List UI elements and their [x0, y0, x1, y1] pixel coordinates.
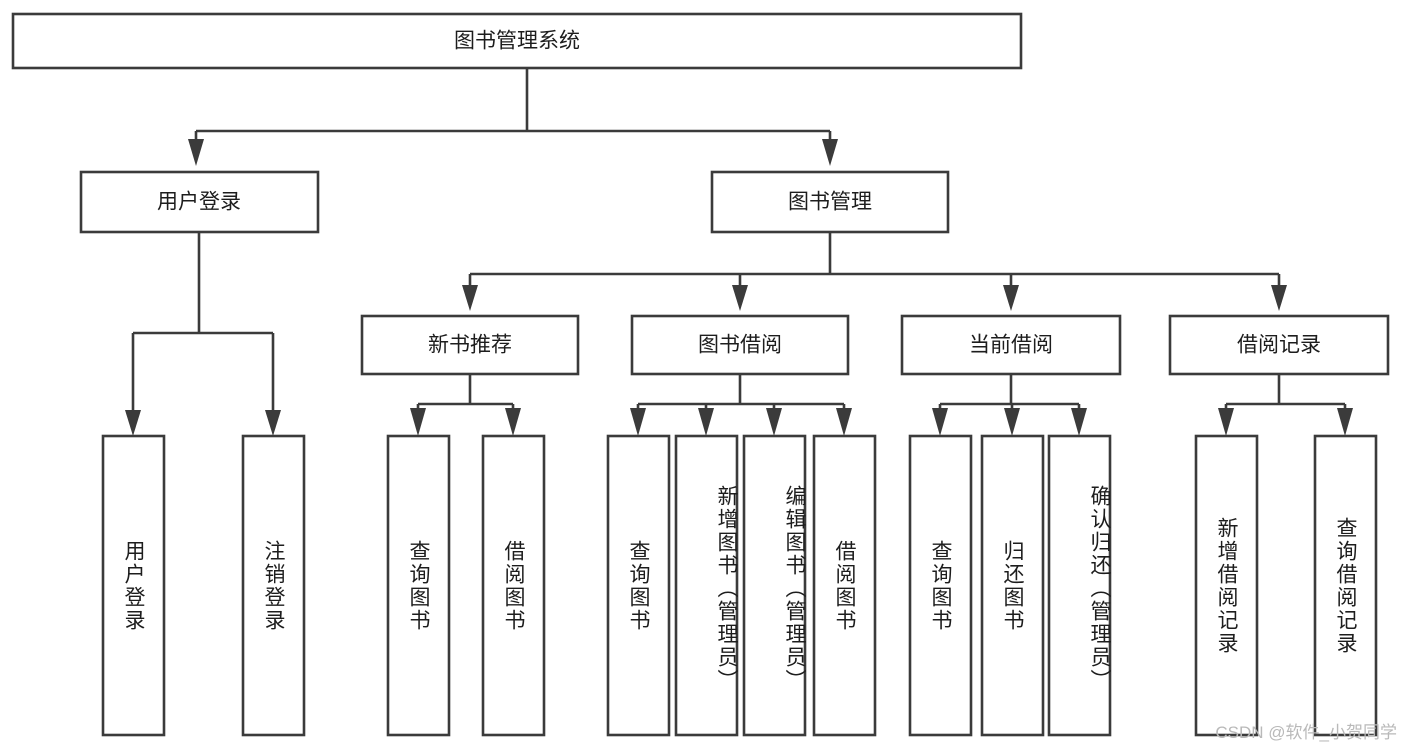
leaf-box-query-book-2[interactable]: [606, 434, 671, 737]
node-new-book-recommend-label: 新书推荐: [428, 334, 512, 357]
node-user-login[interactable]: 用户登录: [79, 170, 320, 234]
arrow-new-book-icon: [462, 285, 478, 311]
node-book-management-label: 图书管理: [788, 191, 872, 214]
leaf-box-edit-book[interactable]: [742, 434, 807, 737]
arrow-leaf-user-login-icon: [125, 410, 141, 436]
node-root-label: 图书管理系统: [454, 30, 580, 53]
arrow-leaf-confirm-return-icon: [1071, 408, 1087, 436]
node-book-borrow[interactable]: 图书借阅: [630, 314, 850, 376]
node-user-login-label: 用户登录: [157, 191, 241, 214]
node-root[interactable]: 图书管理系统: [11, 12, 1023, 70]
arrow-to-user-login-icon: [188, 139, 204, 166]
leaf-box-logout[interactable]: [241, 434, 306, 737]
arrow-to-book-mgmt-icon: [822, 139, 838, 166]
arrow-borrow-record-icon: [1271, 285, 1287, 311]
leaf-box-query-book-3[interactable]: [908, 434, 973, 737]
leaf-box-add-book[interactable]: [674, 434, 739, 737]
leaf-box-confirm-return[interactable]: [1047, 434, 1112, 737]
watermark: CSDN @软件_小贺同学: [1215, 723, 1397, 742]
arrow-leaf-query-book-2-icon: [630, 408, 646, 436]
node-current-borrow[interactable]: 当前借阅: [900, 314, 1122, 376]
node-new-book-recommend[interactable]: 新书推荐: [360, 314, 580, 376]
leaf-box-return-book[interactable]: [980, 434, 1045, 737]
node-borrow-record-label: 借阅记录: [1237, 334, 1321, 357]
leaf-box-query-record[interactable]: [1313, 434, 1378, 737]
arrow-leaf-borrow-book-2-icon: [836, 408, 852, 436]
leaf-box-add-record[interactable]: [1194, 434, 1259, 737]
node-book-management[interactable]: 图书管理: [710, 170, 950, 234]
arrow-leaf-query-record-icon: [1337, 408, 1353, 436]
arrow-leaf-add-book-icon: [698, 408, 714, 436]
leaf-box-query-book-1[interactable]: [386, 434, 451, 737]
arrow-current-borrow-icon: [1003, 285, 1019, 311]
arrow-leaf-return-book-icon: [1004, 408, 1020, 436]
leaf-box-borrow-book-2[interactable]: [812, 434, 877, 737]
node-current-borrow-label: 当前借阅: [969, 334, 1053, 357]
arrow-leaf-edit-book-icon: [766, 408, 782, 436]
arrow-book-borrow-icon: [732, 285, 748, 311]
arrow-leaf-query-book-1-icon: [410, 408, 426, 436]
leaf-box-user-login[interactable]: [101, 434, 166, 737]
node-book-borrow-label: 图书借阅: [698, 334, 782, 357]
arrow-leaf-logout-icon: [265, 410, 281, 436]
arrow-leaf-borrow-book-1-icon: [505, 408, 521, 436]
arrow-leaf-add-record-icon: [1218, 408, 1234, 436]
arrow-leaf-query-book-3-icon: [932, 408, 948, 436]
leaf-box-borrow-book-1[interactable]: [481, 434, 546, 737]
node-borrow-record[interactable]: 借阅记录: [1168, 314, 1390, 376]
